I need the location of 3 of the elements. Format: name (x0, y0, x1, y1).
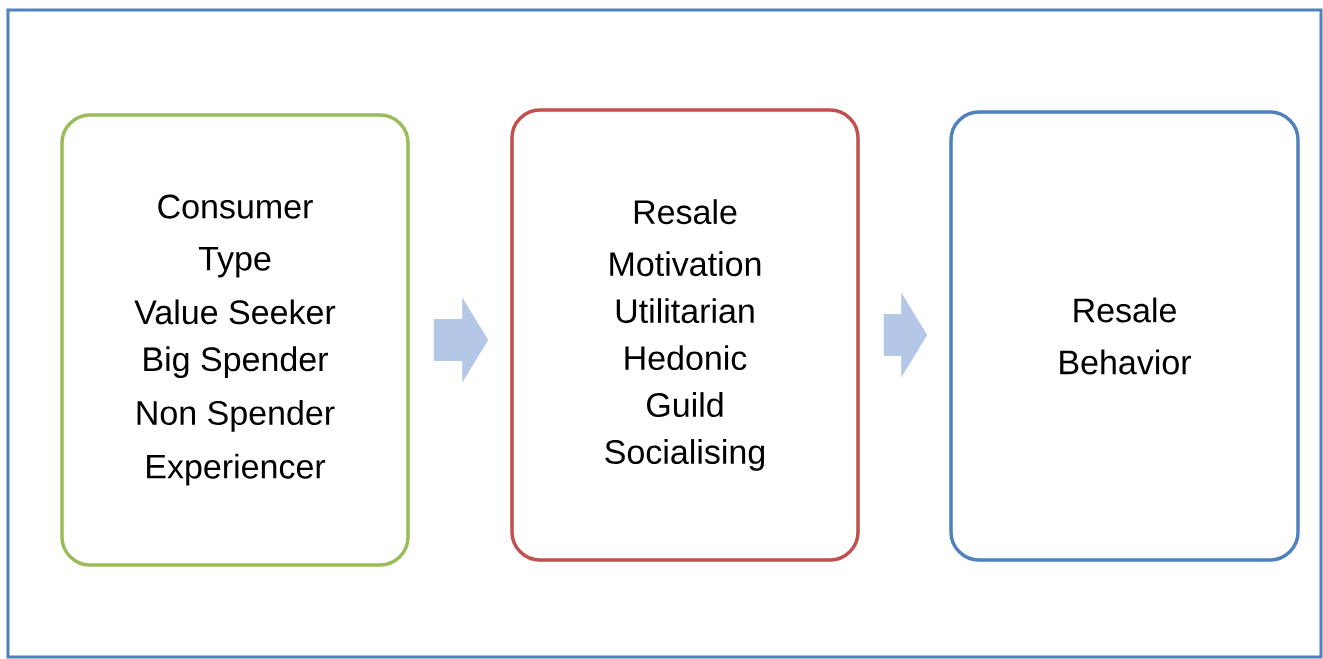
process-box: Consumer Type Value Seeker Big Spender Non Spender Experiencer (60, 113, 410, 567)
process-box: Resale Motivation Utilitarian Hedonic Guild Socialising (510, 108, 860, 562)
process-box: Resale Behavior (949, 110, 1300, 562)
